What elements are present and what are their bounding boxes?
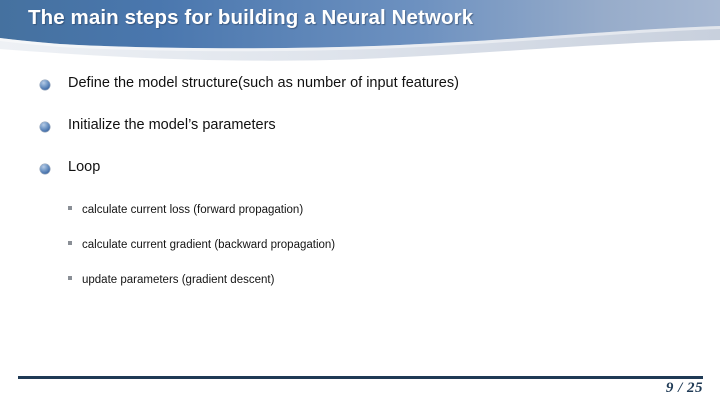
sub-list-item: update parameters (gradient descent) — [0, 270, 720, 288]
list-item-label: Loop — [68, 159, 101, 175]
list-item: Define the model structure(such as numbe… — [0, 74, 720, 96]
sub-list-item-label: calculate current gradient (backward pro… — [82, 239, 336, 251]
list-item-label: Initialize the model’s parameters — [68, 117, 276, 133]
sphere-bullet-icon — [40, 122, 50, 132]
square-bullet-icon — [68, 241, 72, 245]
page-number: 9 / 25 — [665, 380, 703, 396]
slide-header-banner: The main steps for building a Neural Net… — [0, 0, 720, 66]
footer-divider — [18, 376, 703, 379]
sub-list-item: calculate current loss (forward propagat… — [0, 200, 720, 218]
slide-content: Define the model structure(such as numbe… — [0, 74, 720, 305]
header-wave-graphic — [0, 0, 720, 61]
square-bullet-icon — [68, 276, 72, 280]
sphere-bullet-icon — [40, 80, 50, 90]
list-item: Initialize the model’s parameters — [0, 116, 720, 138]
sub-list-item-label: update parameters (gradient descent) — [82, 274, 275, 286]
sub-list-item: calculate current gradient (backward pro… — [0, 235, 720, 253]
sub-list: calculate current loss (forward propagat… — [0, 200, 720, 288]
list-item-label: Define the model structure(such as numbe… — [68, 75, 459, 91]
list-item: Loop — [0, 158, 720, 180]
sphere-bullet-icon — [40, 164, 50, 174]
sub-list-item-label: calculate current loss (forward propagat… — [82, 204, 304, 216]
square-bullet-icon — [68, 206, 72, 210]
page-title: The main steps for building a Neural Net… — [28, 6, 474, 29]
